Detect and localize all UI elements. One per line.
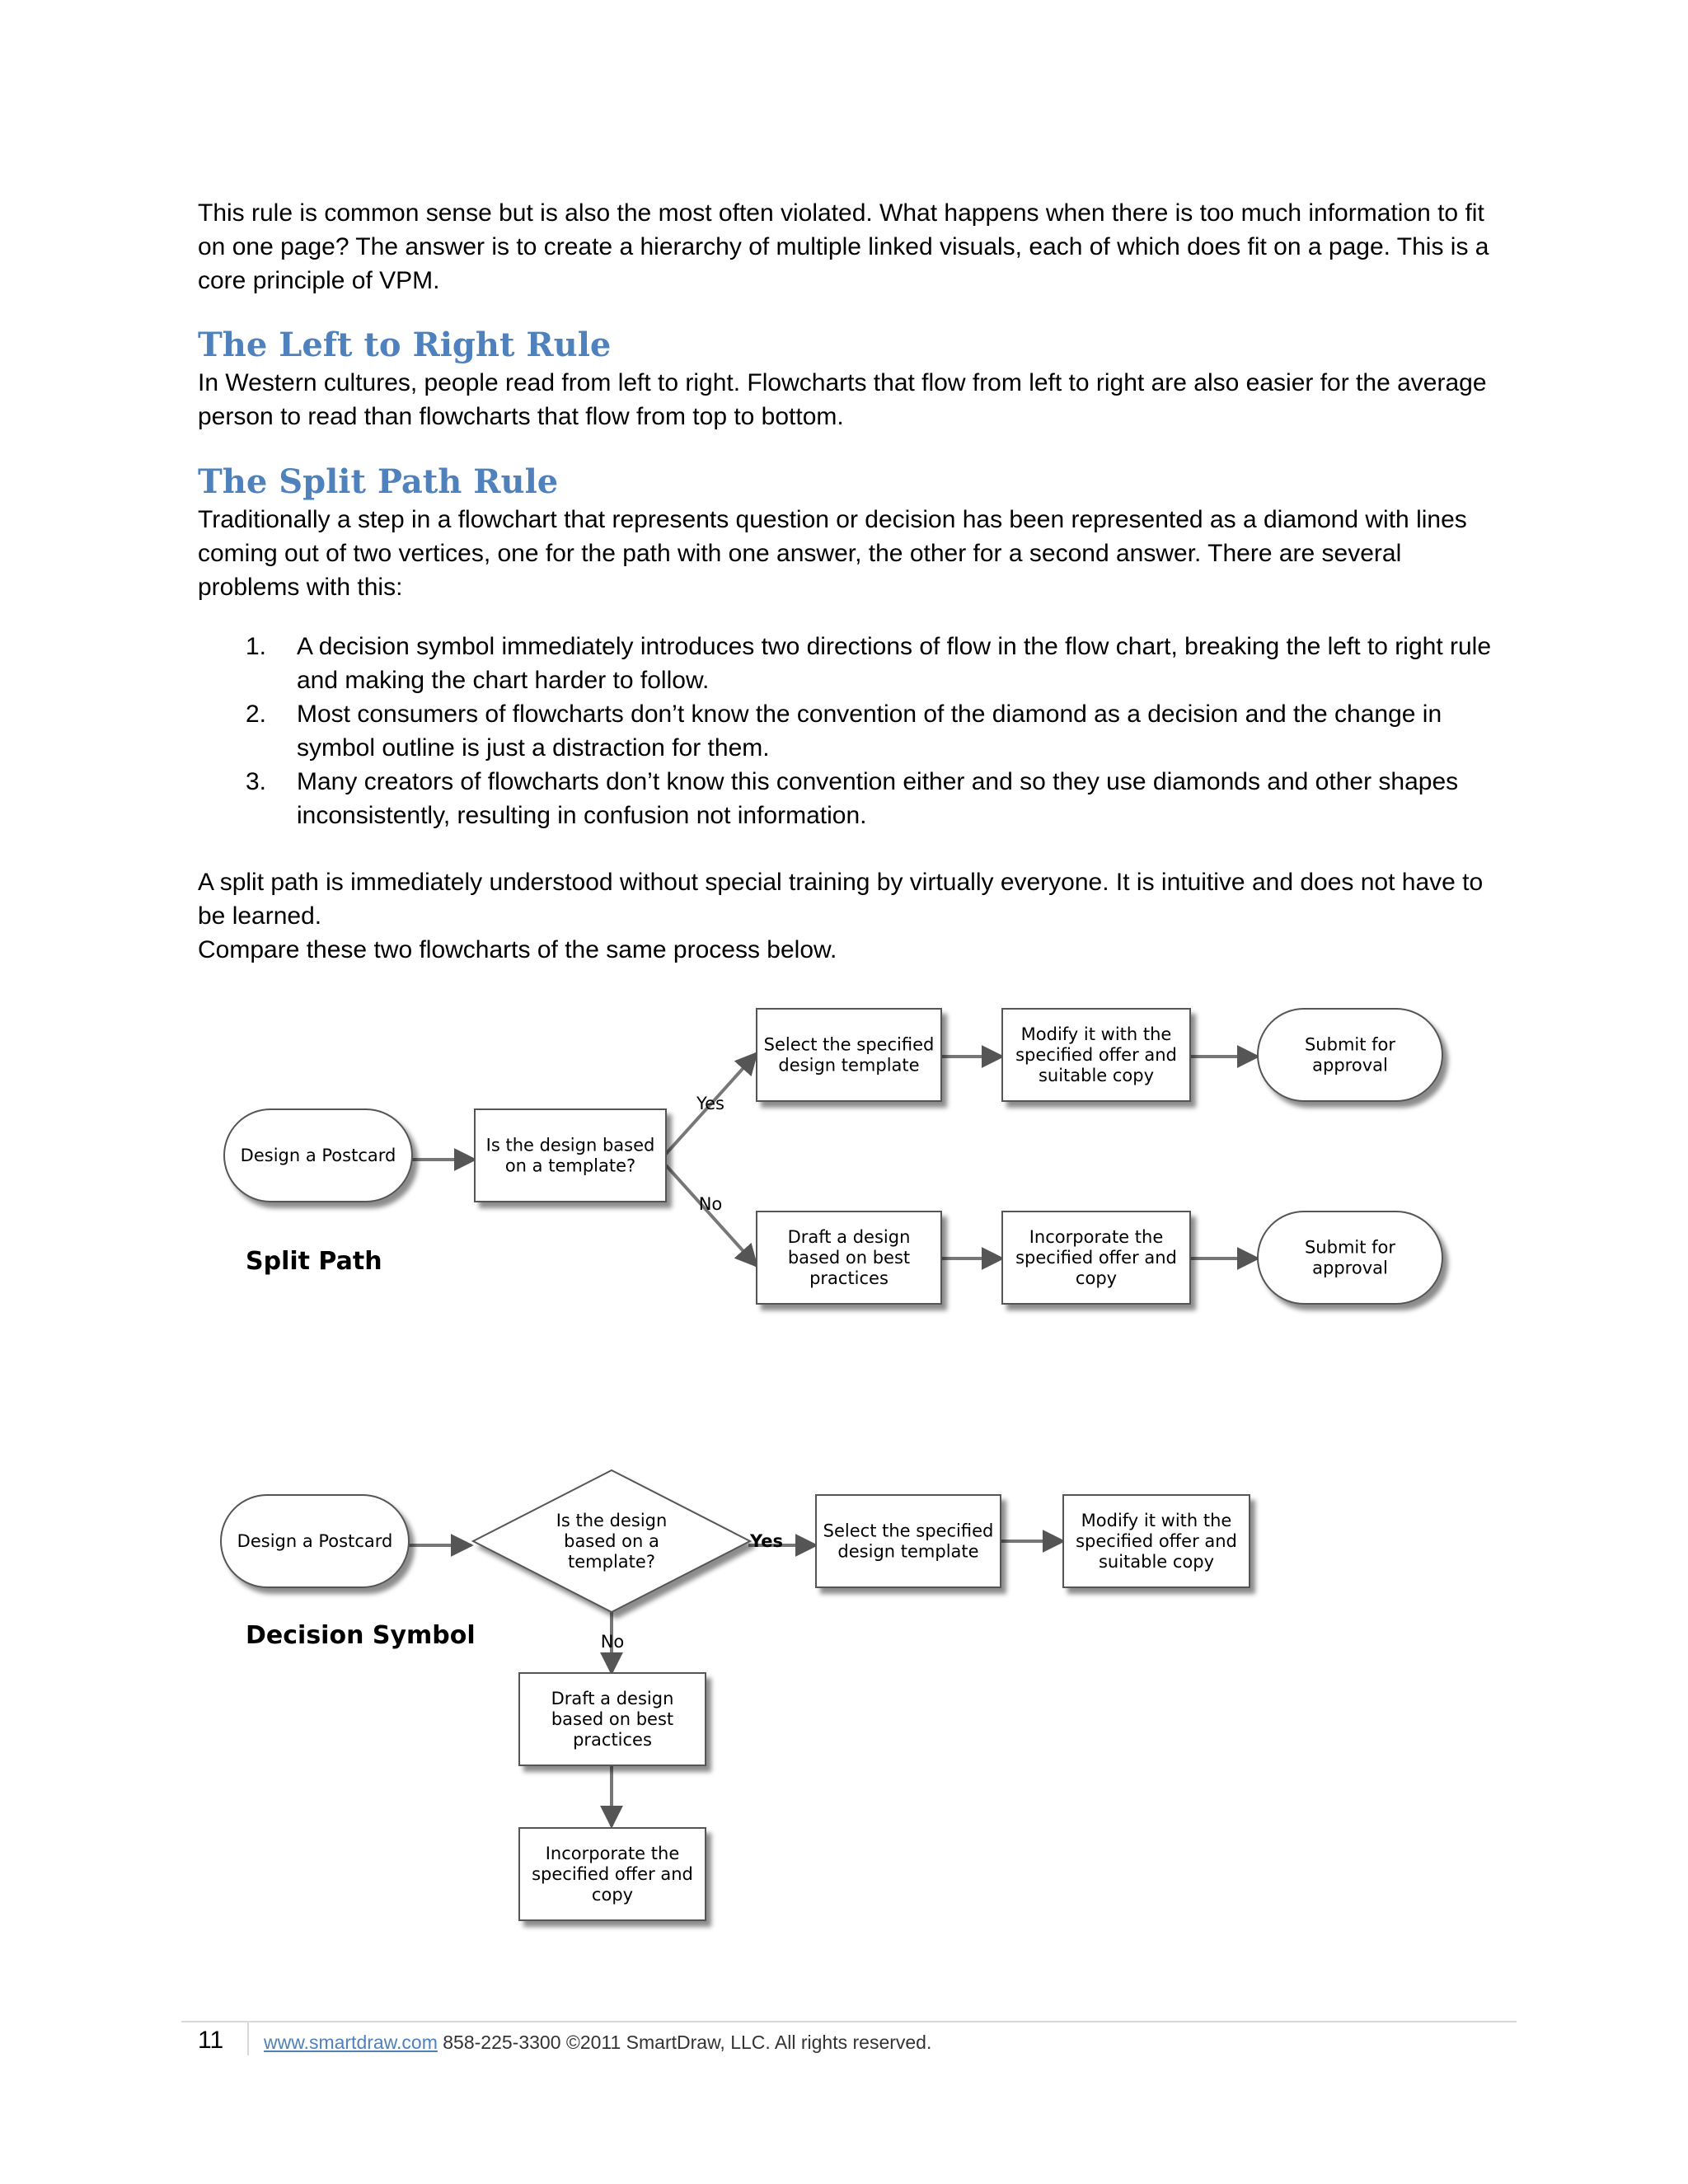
- node-text-line: Modify it with the: [1021, 1024, 1172, 1044]
- node-text-line: design template: [837, 1542, 978, 1562]
- node-text-line: template?: [568, 1552, 655, 1572]
- node-text-line: Draft a design: [788, 1227, 911, 1247]
- split-path-label: Split Path: [246, 1247, 382, 1276]
- node-text-design-postcard: Design a Postcard: [241, 1146, 396, 1165]
- node-text-line: design template: [778, 1056, 919, 1076]
- list-text: Many creators of flowcharts don’t know t…: [297, 768, 1459, 829]
- terminal-shape: [1257, 1008, 1443, 1102]
- process-shape: [474, 1108, 667, 1202]
- heading-left-to-right: The Left to Right Rule: [198, 326, 612, 364]
- decision-symbol-label: Decision Symbol: [246, 1621, 476, 1650]
- terminal-shape: [220, 1494, 410, 1588]
- node-text-line: Select the specified: [823, 1521, 994, 1541]
- node-text-line: approval: [1312, 1258, 1388, 1278]
- process-shape: [1062, 1494, 1250, 1588]
- node-text-line: Submit for: [1305, 1238, 1395, 1258]
- node-text-line: based on best: [551, 1709, 673, 1729]
- no-label: No: [601, 1632, 625, 1652]
- no-label: No: [699, 1194, 723, 1214]
- left-to-right-paragraph: In Western cultures, people read from le…: [198, 369, 1487, 430]
- process-shape: [518, 1827, 706, 1921]
- list-number: 1.: [246, 633, 267, 660]
- node-text-line: Submit for: [1305, 1035, 1395, 1055]
- node-text-line: specified offer and: [1076, 1531, 1237, 1551]
- list-number: 3.: [246, 768, 267, 795]
- decision-diamond: [471, 1469, 753, 1614]
- node-text-line: specified offer and: [1015, 1248, 1177, 1268]
- node-text-line: on a template?: [505, 1156, 635, 1176]
- node-text-line: based on best: [788, 1248, 910, 1268]
- node-text-line: approval: [1312, 1056, 1388, 1076]
- node-text-line: Modify it with the: [1081, 1511, 1232, 1530]
- footer-separator: [247, 2021, 249, 2055]
- footer-link[interactable]: www.smartdraw.com: [264, 2032, 438, 2053]
- process-shape: [756, 1008, 942, 1102]
- node-text-line: practices: [573, 1730, 652, 1750]
- process-shape: [756, 1211, 942, 1305]
- node-text-line: copy: [1076, 1268, 1117, 1288]
- list-text: A decision symbol immediately introduces…: [297, 633, 1492, 694]
- footer-divider: [181, 2021, 1517, 2022]
- node-text-line: suitable copy: [1099, 1552, 1214, 1572]
- connector-arrow-yes: [664, 1051, 758, 1155]
- list-text: Most consumers of flowcharts don’t know …: [297, 701, 1442, 762]
- list-item: 2. Most consumers of flowcharts don’t kno…: [198, 697, 1500, 765]
- node-text-line: specified offer and: [532, 1864, 693, 1884]
- node-text-line: Select the specified: [764, 1035, 935, 1055]
- footer: www.smartdraw.com 858-225-3300 ©2011 Sma…: [264, 2030, 931, 2055]
- node-text-line: based on a: [564, 1531, 659, 1551]
- node-text-line: copy: [592, 1885, 633, 1905]
- process-shape: [815, 1494, 1001, 1588]
- closing-paragraph: A split path is immediately understood w…: [198, 869, 1484, 930]
- node-text-line: Design a Postcard: [237, 1531, 393, 1551]
- node-text-line: practices: [809, 1268, 889, 1288]
- intro-paragraph: This rule is common sense but is also th…: [198, 199, 1489, 294]
- node-text-line: suitable copy: [1039, 1066, 1154, 1085]
- yes-label: Yes: [749, 1531, 783, 1551]
- node-text-line: Is the design: [556, 1511, 668, 1530]
- terminal-shape: [223, 1108, 413, 1202]
- node-text-line: specified offer and: [1015, 1045, 1177, 1065]
- heading-split-path: The Split Path Rule: [198, 462, 559, 501]
- problem-list: 1. A decision symbol immediately introduc…: [198, 630, 1500, 832]
- list-number: 2.: [246, 701, 267, 728]
- page-number: 11: [198, 2027, 224, 2054]
- node-text-line: Is the design based: [486, 1136, 655, 1155]
- list-item: 3. Many creators of flowcharts don’t know…: [198, 765, 1500, 832]
- process-shape: [1001, 1211, 1191, 1305]
- node-text-design-postcard: Design a Postcard: [237, 1531, 393, 1551]
- node-text-line: Draft a design: [551, 1689, 674, 1708]
- node-text-line: Incorporate the: [1029, 1227, 1164, 1247]
- process-shape: [1001, 1008, 1191, 1102]
- terminal-shape: [1257, 1211, 1443, 1305]
- split-path-paragraph: Traditionally a step in a flowchart that…: [198, 506, 1467, 601]
- node-text-line: Design a Postcard: [241, 1146, 396, 1165]
- connector-arrow-no: [664, 1164, 758, 1268]
- process-shape: [518, 1672, 706, 1766]
- list-item: 1. A decision symbol immediately introduc…: [198, 630, 1500, 697]
- node-text-line: Incorporate the: [546, 1844, 680, 1863]
- footer-copyright: 858-225-3300 ©2011 SmartDraw, LLC. All r…: [437, 2032, 932, 2053]
- yes-label: Yes: [696, 1094, 724, 1113]
- compare-paragraph: Compare these two flowcharts of the same…: [198, 936, 837, 963]
